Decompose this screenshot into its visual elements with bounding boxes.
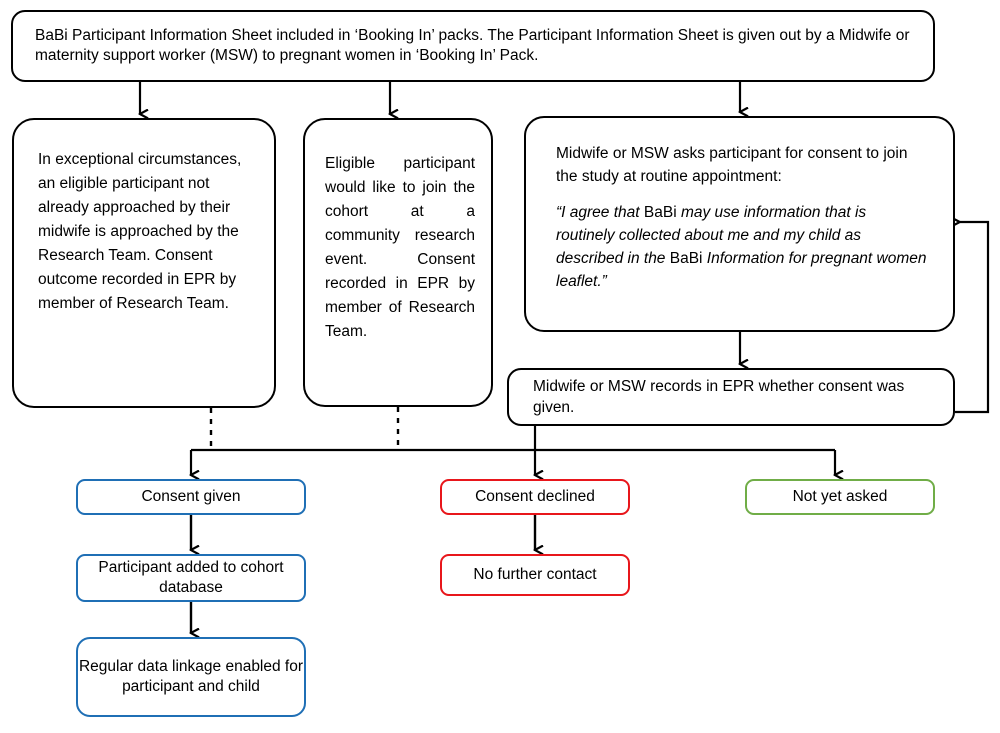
quote-brand-1: BaBi [643, 203, 677, 221]
node-consent-declined-label: Consent declined [475, 487, 595, 505]
node-exceptional-circumstances-label: In exceptional circumstances, an eligibl… [38, 151, 242, 313]
node-consent-given: Consent given [76, 479, 306, 515]
node-no-further-contact: No further contact [440, 554, 630, 596]
node-epr-record: Midwife or MSW records in EPR whether co… [507, 368, 955, 426]
quote-part-3: Information for pregnant women leaflet.” [556, 250, 927, 291]
node-routine-appointment: Midwife or MSW asks participant for cons… [524, 116, 955, 332]
node-routine-appointment-label: Midwife or MSW asks participant for cons… [556, 145, 908, 186]
node-exceptional-circumstances: In exceptional circumstances, an eligibl… [12, 118, 276, 408]
quote-brand-2: BaBi [669, 250, 703, 267]
node-regular-data-linkage-label: Regular data linkage enabled for partici… [78, 657, 304, 695]
node-not-yet-asked: Not yet asked [745, 479, 935, 515]
node-routine-appointment-quote: “I agree that BaBi may use information t… [556, 201, 927, 294]
edge-epr-feedback-to-routine [955, 222, 990, 414]
node-routine-appointment-body: Midwife or MSW asks participant for cons… [556, 130, 927, 294]
node-information-sheet: BaBi Participant Information Sheet inclu… [11, 10, 935, 82]
quote-part-1: “I agree that [556, 203, 644, 221]
node-community-research-event: Eligible participant would like to join … [303, 118, 493, 407]
quote-part-2: may use information that is routinely co… [556, 203, 867, 268]
node-consent-declined: Consent declined [440, 479, 630, 515]
node-community-research-event-label: Eligible participant would like to join … [325, 155, 475, 341]
node-no-further-contact-label: No further contact [473, 565, 597, 583]
node-participant-added: Participant added to cohort database [76, 554, 306, 602]
node-participant-added-label: Participant added to cohort database [98, 558, 284, 596]
node-regular-data-linkage: Regular data linkage enabled for partici… [76, 637, 306, 717]
node-information-sheet-label: BaBi Participant Information Sheet inclu… [35, 26, 910, 64]
node-consent-given-label: Consent given [141, 487, 241, 505]
node-not-yet-asked-label: Not yet asked [792, 487, 888, 505]
node-epr-record-label: Midwife or MSW records in EPR whether co… [533, 377, 905, 416]
